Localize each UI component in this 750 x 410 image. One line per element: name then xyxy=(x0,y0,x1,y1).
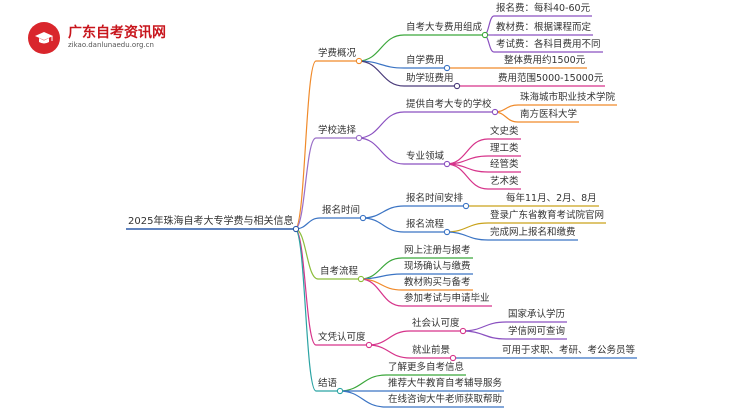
connector-1 xyxy=(294,137,317,230)
connector-5 xyxy=(294,228,317,392)
leaf-login-website: 登录广东省教育考试院官网 xyxy=(490,210,605,221)
junction-dot-0-2 xyxy=(453,82,461,90)
connector-1-0 xyxy=(357,111,405,139)
connector-4-1 xyxy=(367,344,411,359)
connector-2-1-1 xyxy=(445,231,489,241)
node-schools: 提供自考大专的学校 xyxy=(406,99,492,110)
leaf-career-uses: 可用于求职、考研、考公务员等 xyxy=(502,345,636,356)
connector-3-0 xyxy=(359,257,403,280)
connector-3-3 xyxy=(359,278,403,307)
node-self-study-cost: 自学费用 xyxy=(406,55,445,66)
leaf-schedule-months: 每年11月、2月、8月 xyxy=(506,193,597,204)
leaf-major-humanities: 文史类 xyxy=(490,126,519,137)
branch-exam-process: 自考流程 xyxy=(320,266,359,277)
mindmap-root: 2025年珠海自考大专学费与相关信息 xyxy=(128,216,294,227)
connector-1-1-3 xyxy=(445,163,489,190)
branch-registration-time: 报名时间 xyxy=(322,205,361,216)
site-logo[interactable]: 广东自考资讯网 zikao.danlunaedu.org.cn xyxy=(28,22,248,56)
leaf-state-recognized: 国家承认学历 xyxy=(508,309,566,320)
junction-dot-root xyxy=(292,225,300,233)
leaf-learn-more: 了解更多自考信息 xyxy=(388,362,465,373)
node-career-prospects: 就业前景 xyxy=(412,345,451,356)
leaf-online-payment: 完成网上报名和缴费 xyxy=(490,227,576,238)
site-title: 广东自考资讯网 xyxy=(68,25,166,41)
leaf-major-arts: 艺术类 xyxy=(490,176,519,187)
leaf-textbook-fee: 教材费：根据课程而定 xyxy=(496,22,592,33)
leaf-online-consult: 在线咨询大牛老师获取帮助 xyxy=(388,394,503,405)
leaf-online-registration: 网上注册与报考 xyxy=(404,245,471,256)
connector-4-0-0 xyxy=(461,321,507,332)
connector-0-0 xyxy=(357,34,405,62)
branch-school-choice: 学校选择 xyxy=(318,125,357,136)
connector-4-0 xyxy=(367,330,411,346)
junction-dot-2-0 xyxy=(462,202,470,210)
junction-dot-1 xyxy=(355,134,363,142)
junction-dot-5 xyxy=(336,387,344,395)
junction-dot-2-1 xyxy=(443,228,451,236)
junction-dot-2 xyxy=(359,214,367,222)
leaf-exam-graduation: 参加考试与申请毕业 xyxy=(404,293,490,304)
connector-2-1 xyxy=(361,217,405,233)
junction-dot-1-1 xyxy=(443,160,451,168)
leaf-chsi-verifiable: 学信网可查询 xyxy=(508,326,566,337)
leaf-major-science: 理工类 xyxy=(490,143,519,154)
leaf-exam-fee: 考试费：各科目费用不同 xyxy=(496,39,601,50)
node-tutoring-class-cost: 助学班费用 xyxy=(406,73,454,84)
connector-1-1 xyxy=(357,137,405,165)
branch-diploma-recognition: 文凭认可度 xyxy=(318,332,366,343)
junction-dot-0-1 xyxy=(443,64,451,72)
junction-dot-4-1 xyxy=(449,354,457,362)
leaf-textbook-purchase: 教材购买与备考 xyxy=(404,277,471,288)
junction-dot-0-0 xyxy=(481,31,489,39)
leaf-recommend-tutoring: 推荐大牛教育自考辅导服务 xyxy=(388,378,503,389)
connector-5-0 xyxy=(338,374,387,392)
site-url: zikao.danlunaedu.org.cn xyxy=(68,41,154,49)
junction-dot-1-0 xyxy=(491,108,499,116)
connector-2-1-0 xyxy=(445,222,489,233)
graduation-cap-icon xyxy=(28,22,60,54)
node-registration-process: 报名流程 xyxy=(406,219,445,230)
leaf-onsite-confirmation: 现场确认与缴费 xyxy=(404,261,471,272)
node-schedule: 报名时间安排 xyxy=(406,193,464,204)
connector-4-0-1 xyxy=(461,330,507,340)
node-social-recognition: 社会认可度 xyxy=(412,318,460,329)
leaf-self-study-total: 整体费用约1500元 xyxy=(504,55,586,66)
leaf-registration-fee: 报名费：每科40-60元 xyxy=(496,3,591,14)
connector-0-2 xyxy=(357,60,405,87)
leaf-tutoring-range: 费用范围5000-15000元 xyxy=(498,73,604,84)
connector-3-2 xyxy=(359,278,403,291)
connector-4 xyxy=(294,228,317,346)
leaf-school-southern-medical: 南方医科大学 xyxy=(520,109,578,120)
junction-dot-3 xyxy=(357,275,365,283)
connector-5-2 xyxy=(338,390,387,408)
connector-0 xyxy=(294,60,317,230)
junction-dot-4-0 xyxy=(459,327,467,335)
node-fee-composition: 自考大专费用组成 xyxy=(406,22,483,33)
junction-dot-0 xyxy=(355,57,363,65)
node-majors: 专业领域 xyxy=(406,151,445,162)
connector-3-1 xyxy=(359,273,403,280)
cap-glyph xyxy=(35,32,53,44)
leaf-school-zhuhai-city: 珠海城市职业技术学院 xyxy=(520,92,616,103)
leaf-major-economics: 经管类 xyxy=(490,159,519,170)
junction-dot-4 xyxy=(365,341,373,349)
connector-2-0 xyxy=(361,205,405,219)
branch-tuition-overview: 学费概况 xyxy=(318,48,357,59)
branch-conclusion: 结语 xyxy=(318,378,338,389)
